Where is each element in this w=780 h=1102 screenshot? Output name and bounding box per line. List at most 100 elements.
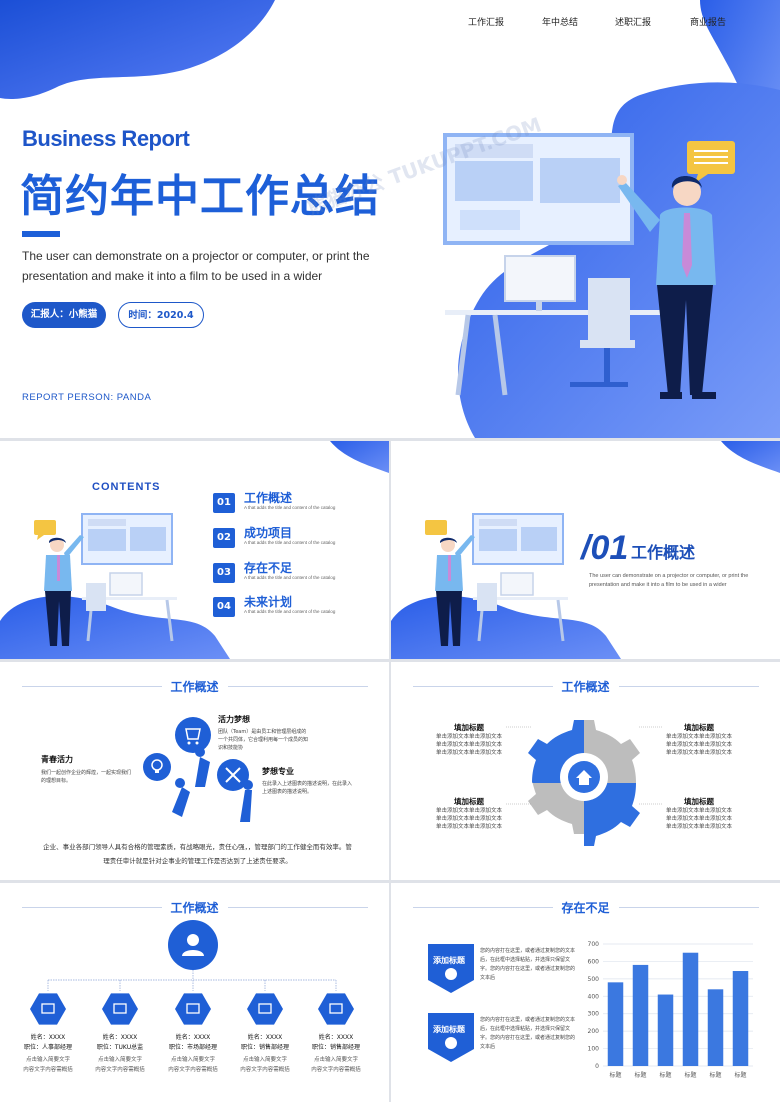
gear-block-title: 填加标题 [684, 797, 714, 806]
overview-bottom-text: 企业、事业各部门领导人具有合格的管理素质，有战略眼光，责任心强，，管理部门的工作… [43, 843, 352, 865]
y-tick-label: 500 [588, 976, 600, 983]
badge-text-2: 您的内容打在这里，或者通过复制您的文本后，在此框中选择粘贴，并选择只保留文字。您… [480, 1017, 576, 1050]
contents-sub: A that adds the title and content of the… [244, 505, 336, 510]
x-tick-label: 标题 [659, 1071, 671, 1079]
person-role: 职位：市场部经理 [168, 1044, 217, 1051]
nav-midyear-summary[interactable]: 年中总结 [542, 18, 579, 28]
nav-work-report[interactable]: 工作汇报 [468, 18, 505, 28]
y-tick-label: 600 [588, 958, 600, 965]
gear-block-line: 单击添加文本单击添加文本 [665, 816, 732, 822]
y-tick-label: 700 [588, 941, 600, 948]
y-tick-label: 400 [588, 993, 600, 1000]
bar [607, 982, 624, 1066]
section-title: 工作概述 [631, 543, 696, 562]
bar [732, 971, 749, 1066]
gear-block-3: 填加标题 单击添加文本单击添加文本 单击添加文本单击添加文本 单击添加文本单击添… [429, 796, 509, 831]
x-tick-label: 标题 [609, 1071, 621, 1079]
gear-block-2: 填加标题 单击添加文本单击添加文本 单击添加文本单击添加文本 单击添加文本单击添… [659, 722, 739, 757]
gear-block-line: 单击添加文本单击添加文本 [435, 816, 502, 822]
gear-block-4: 填加标题 单击添加文本单击添加文本 单击添加文本单击添加文本 单击添加文本单击添… [659, 796, 739, 831]
overview-slide-2: 工作概述 填加标题 单击添加文本单击添加文本 单击添加文本单击添加文本 单击添加… [391, 662, 780, 880]
contents-illustration [0, 441, 389, 659]
gear-block-line: 单击添加文本单击添加文本 [435, 750, 502, 756]
report-person: REPORT PERSON: PANDA [22, 392, 152, 403]
reporter-pill: 汇报人：小熊猫 [22, 302, 106, 328]
person-name: 姓名：XXXX [318, 1034, 354, 1041]
youth-text: 我们一起创作企业的辉煌，一起实现我们的理想目标。 [41, 770, 132, 784]
main-slide: 工作汇报 年中总结 述职汇报 商业报告 Business Report 简约年中… [0, 0, 780, 438]
x-tick-label: 标题 [634, 1071, 646, 1079]
main-description: The user can demonstrate on a projector … [22, 249, 370, 283]
contents-sub: A that adds the title and content of the… [244, 609, 336, 614]
bar [707, 989, 724, 1066]
gear-block-title: 填加标题 [454, 797, 484, 806]
contents-slide: CONTENTS 01 工作概述 A that adds the title a… [0, 441, 389, 659]
person-line: 内容文字内容需概括 [240, 1067, 290, 1073]
person-hex-icon [102, 993, 138, 1025]
badge-label-2: 添加标题 [433, 1025, 465, 1034]
org-chart [30, 920, 354, 1025]
gear-block-line: 单击添加文本单击添加文本 [665, 824, 732, 830]
overview-header: 工作概述 [170, 901, 219, 915]
y-tick-label: 300 [588, 1011, 600, 1018]
nav-duty-report[interactable]: 述职汇报 [615, 18, 652, 28]
contents-title: 成功项目 [244, 526, 293, 540]
bar [657, 994, 674, 1066]
gear-block-line: 单击添加文本单击添加文本 [435, 824, 502, 830]
person-role: 职位：TUKU总监 [96, 1044, 144, 1051]
person-hex-icon [318, 993, 354, 1025]
header-line-right [228, 686, 368, 687]
overview-slide-1: 工作概述 活力梦想 团队（Team）是由员工和管理层组成的一个共同体，它合理利用… [0, 662, 389, 880]
person-name: 姓名：XXXX [247, 1034, 283, 1041]
x-tick-label: 标题 [709, 1071, 721, 1079]
bar-chart: 0100200300400500600700标题标题标题标题标题标题 [588, 941, 753, 1079]
person-name: 姓名：XXXX [175, 1034, 211, 1041]
header-line-left [22, 907, 162, 908]
gear-block-title: 填加标题 [684, 723, 714, 732]
section-number: /01 [581, 529, 629, 567]
person-name: 姓名：XXXX [102, 1034, 138, 1041]
bar [632, 964, 649, 1066]
shortcomings-header: 存在不足 [561, 901, 610, 915]
dream-title: 梦想专业 [262, 767, 294, 776]
gear-block-line: 单击添加文本单击添加文本 [435, 742, 502, 748]
gear-block-line: 单击添加文本单击添加文本 [665, 750, 732, 756]
x-tick-label: 标题 [684, 1071, 696, 1079]
vitality-title: 活力梦想 [218, 715, 250, 724]
vitality-text: 团队（Team）是由员工和管理层组成的一个共同体，它合理利用每一个成员的知识和技… [218, 729, 309, 751]
overview-header: 工作概述 [561, 680, 610, 694]
contents-sub: A that adds the title and content of the… [244, 575, 336, 580]
time-pill: 时间：2020.4 [118, 302, 204, 328]
person-card: 姓名：XXXX 职位：销售部经理点击输入简要文字内容文字内容需概括 [225, 1033, 305, 1075]
gear-diagram [506, 720, 663, 846]
contents-num: 01 [213, 493, 235, 513]
gear-block-1: 填加标题 单击添加文本单击添加文本 单击添加文本单击添加文本 单击添加文本单击添… [429, 722, 509, 757]
chinese-title: 简约年中工作总结 [20, 171, 380, 222]
contents-title: 工作概述 [244, 491, 293, 505]
person-line: 内容文字内容需概括 [23, 1067, 73, 1073]
contents-num: 02 [213, 528, 235, 548]
section-slide: /01 工作概述 The user can demonstrate on a p… [391, 441, 780, 659]
person-name: 姓名：XXXX [30, 1034, 66, 1041]
person-line: 内容文字内容需概括 [168, 1067, 218, 1073]
bar [682, 952, 699, 1066]
person-line: 点击输入简要文字 [242, 1057, 287, 1063]
gear-block-line: 单击添加文本单击添加文本 [665, 734, 732, 740]
person-role: 职位：销售部经理 [240, 1044, 289, 1051]
shortcomings-slide: 存在不足 添加标题 您的内容打在这里，或者通过复制您的文本后，在此框中选择粘贴，… [391, 883, 780, 1102]
contents-sub: A that adds the title and content of the… [244, 540, 336, 545]
person-role: 职位：人事部经理 [23, 1044, 72, 1051]
header-line-right [228, 907, 368, 908]
header-line-right [619, 907, 759, 908]
person-line: 点击输入简要文字 [313, 1057, 358, 1063]
gear-block-line: 单击添加文本单击添加文本 [435, 734, 502, 740]
nav-business-report[interactable]: 商业报告 [690, 18, 727, 28]
person-line: 内容文字内容需概括 [311, 1067, 361, 1073]
y-tick-label: 100 [588, 1046, 600, 1053]
gear-block-title: 填加标题 [454, 723, 484, 732]
gear-block-line: 单击添加文本单击添加文本 [665, 808, 732, 814]
contents-heading: CONTENTS [92, 481, 161, 493]
